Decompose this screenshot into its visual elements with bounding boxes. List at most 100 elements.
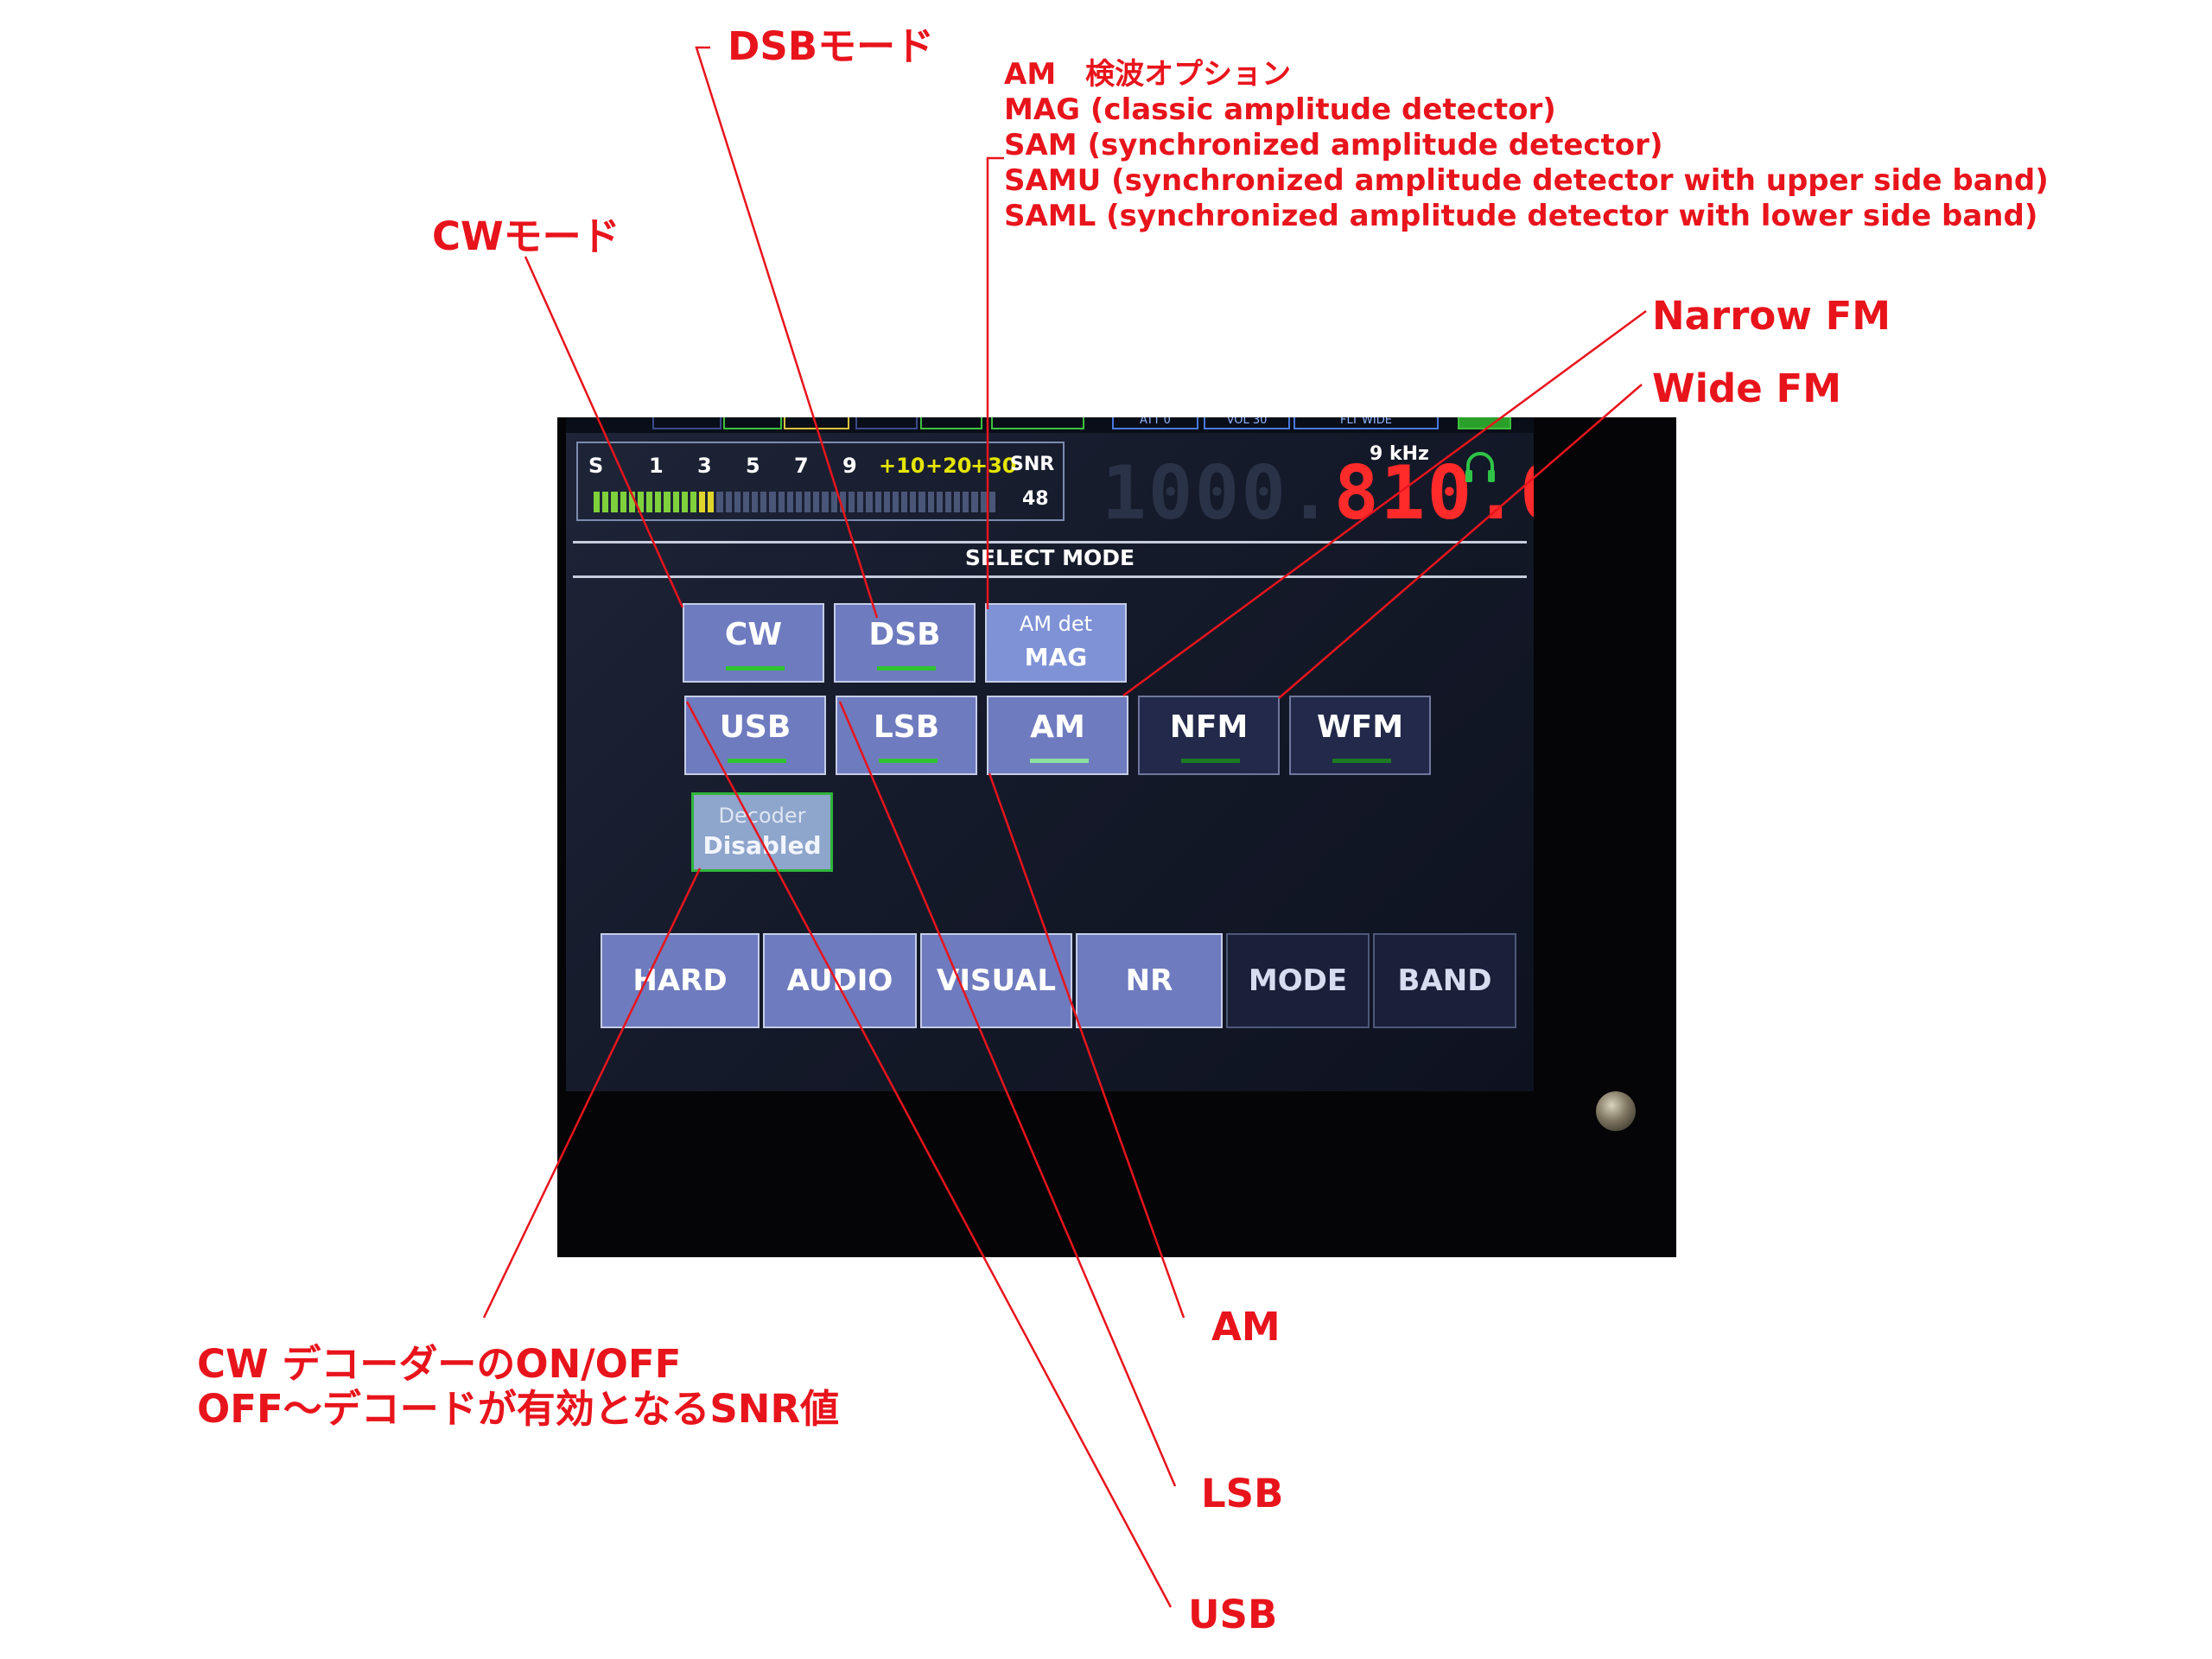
s-meter: S 1 3 5 7 9 +10 +20 +30 SNR 48	[576, 442, 1065, 521]
tab-visual[interactable]: VISUAL	[920, 933, 1072, 1028]
mode-cw-button[interactable]: CW	[683, 603, 824, 683]
filter-button[interactable]: FLT WIDE	[1294, 417, 1439, 429]
am-detector-title: AM det	[1019, 612, 1093, 636]
top-status-strip: ATT 0 VOL 30 FLT WIDE	[566, 417, 1534, 433]
device-photo: ATT 0 VOL 30 FLT WIDE S 1 3 5 7 9 +10 +2…	[557, 417, 1676, 1257]
top-strip-button[interactable]	[855, 417, 918, 429]
top-strip-button[interactable]	[920, 417, 982, 429]
s-meter-segment	[830, 492, 837, 512]
s-meter-segment	[672, 492, 679, 512]
mode-nfm-button[interactable]: NFM	[1138, 696, 1280, 775]
annotation-am-options-line: SAMU (synchronized amplitude detector wi…	[1004, 163, 2049, 198]
s-meter-segment	[664, 492, 671, 512]
s-meter-segment	[910, 492, 917, 512]
case-screw	[1596, 1091, 1636, 1131]
s-meter-segment	[980, 492, 987, 512]
annotation-am-options-line: MAG (classic amplitude detector)	[1004, 92, 1556, 127]
headphone-icon	[1465, 452, 1495, 482]
s-meter-segment	[690, 492, 697, 512]
separator	[573, 575, 1527, 578]
s-meter-segment	[620, 492, 626, 512]
snr-value: 48	[1022, 488, 1049, 510]
s-meter-segment	[734, 492, 741, 512]
am-detector-button[interactable]: AM det MAG	[985, 603, 1127, 683]
tab-hard[interactable]: HARD	[601, 933, 760, 1028]
tuning-step: 9 kHz	[1370, 443, 1429, 465]
tab-audio[interactable]: AUDIO	[763, 933, 917, 1028]
s-meter-segment	[716, 492, 723, 512]
separator	[573, 541, 1527, 543]
mode-indicator	[728, 759, 786, 763]
s-meter-bar	[594, 492, 995, 512]
s-meter-segment	[813, 492, 820, 512]
s-meter-segment	[883, 492, 890, 512]
s-meter-segment	[646, 492, 653, 512]
top-strip-button[interactable]	[723, 417, 782, 429]
annotation-cw-decoder-line: CW デコーダーのON/OFF	[197, 1341, 682, 1387]
s-meter-segment	[936, 492, 943, 512]
volume-button[interactable]: VOL 30	[1204, 417, 1290, 429]
s-meter-segment	[760, 492, 767, 512]
select-mode-title: SELECT MODE	[964, 545, 1135, 570]
mode-am-button[interactable]: AM	[987, 696, 1128, 775]
top-strip-button[interactable]	[1458, 417, 1511, 429]
tab-nr[interactable]: NR	[1076, 933, 1223, 1028]
am-detector-value: MAG	[1024, 643, 1088, 671]
s-meter-segment	[778, 492, 785, 512]
att-button[interactable]: ATT 0	[1112, 417, 1198, 429]
radio-touchscreen: ATT 0 VOL 30 FLT WIDE S 1 3 5 7 9 +10 +2…	[566, 417, 1534, 1091]
mode-button-label: LSB	[873, 709, 940, 745]
mode-wfm-button[interactable]: WFM	[1289, 696, 1431, 775]
top-strip-button[interactable]	[652, 417, 721, 429]
s-meter-segment	[699, 492, 706, 512]
cw-decoder-button[interactable]: Decoder Disabled	[691, 792, 833, 872]
annotation-usb: USB	[1188, 1592, 1278, 1637]
s-meter-segment	[954, 492, 961, 512]
annotation-am-options-line: SAM (synchronized amplitude detector)	[1004, 128, 1663, 162]
mode-button-label: WFM	[1316, 709, 1404, 745]
s-meter-segment	[848, 492, 855, 512]
annotation-am-options: AM 検波オプション MAG (classic amplitude detect…	[1004, 57, 2049, 234]
s-meter-scale-label: 7	[794, 454, 809, 478]
s-meter-segment	[901, 492, 908, 512]
top-strip-button[interactable]	[784, 417, 849, 429]
s-meter-segment	[857, 492, 864, 512]
s-meter-scale-label: 5	[746, 454, 760, 478]
top-strip-button[interactable]	[991, 417, 1084, 429]
mode-indicator	[1181, 759, 1240, 763]
mode-lsb-button[interactable]: LSB	[836, 696, 977, 775]
s-meter-segment	[892, 492, 899, 512]
tab-mode[interactable]: MODE	[1226, 933, 1370, 1028]
s-meter-segment	[611, 492, 618, 512]
s-meter-segment	[752, 492, 759, 512]
mode-button-label: DSB	[868, 617, 941, 652]
annotation-am-options-line: AM 検波オプション	[1004, 57, 1292, 92]
s-meter-segment	[822, 492, 829, 512]
s-meter-segment	[866, 492, 873, 512]
s-meter-segment	[804, 492, 811, 512]
mode-usb-button[interactable]: USB	[684, 696, 826, 775]
s-meter-segment	[628, 492, 635, 512]
mode-indicator	[879, 759, 938, 763]
s-meter-segment	[963, 492, 969, 512]
annotation-dsb-mode: DSBモード	[728, 23, 935, 69]
mode-button-label: NFM	[1169, 709, 1249, 745]
s-meter-segment	[769, 492, 776, 512]
mode-button-label: AM	[1030, 709, 1085, 745]
s-meter-segment	[988, 492, 995, 512]
s-meter-segment	[742, 492, 750, 512]
s-meter-scale-label: 1	[649, 454, 664, 478]
s-meter-segment	[786, 492, 793, 512]
s-meter-segment	[708, 492, 715, 512]
annotation-cw-decoder-line: OFF～デコードが有効となるSNR値	[197, 1386, 840, 1432]
s-meter-scale-label: 3	[697, 454, 712, 478]
annotation-cw-mode: CWモード	[432, 213, 620, 259]
s-meter-segment	[971, 492, 978, 512]
s-meter-segment	[918, 492, 925, 512]
s-meter-segment	[602, 492, 609, 512]
mode-indicator	[877, 666, 936, 671]
tab-band[interactable]: BAND	[1373, 933, 1516, 1028]
mode-button-label: USB	[719, 709, 791, 745]
snr-label: SNR	[1010, 454, 1055, 475]
mode-dsb-button[interactable]: DSB	[834, 603, 976, 683]
